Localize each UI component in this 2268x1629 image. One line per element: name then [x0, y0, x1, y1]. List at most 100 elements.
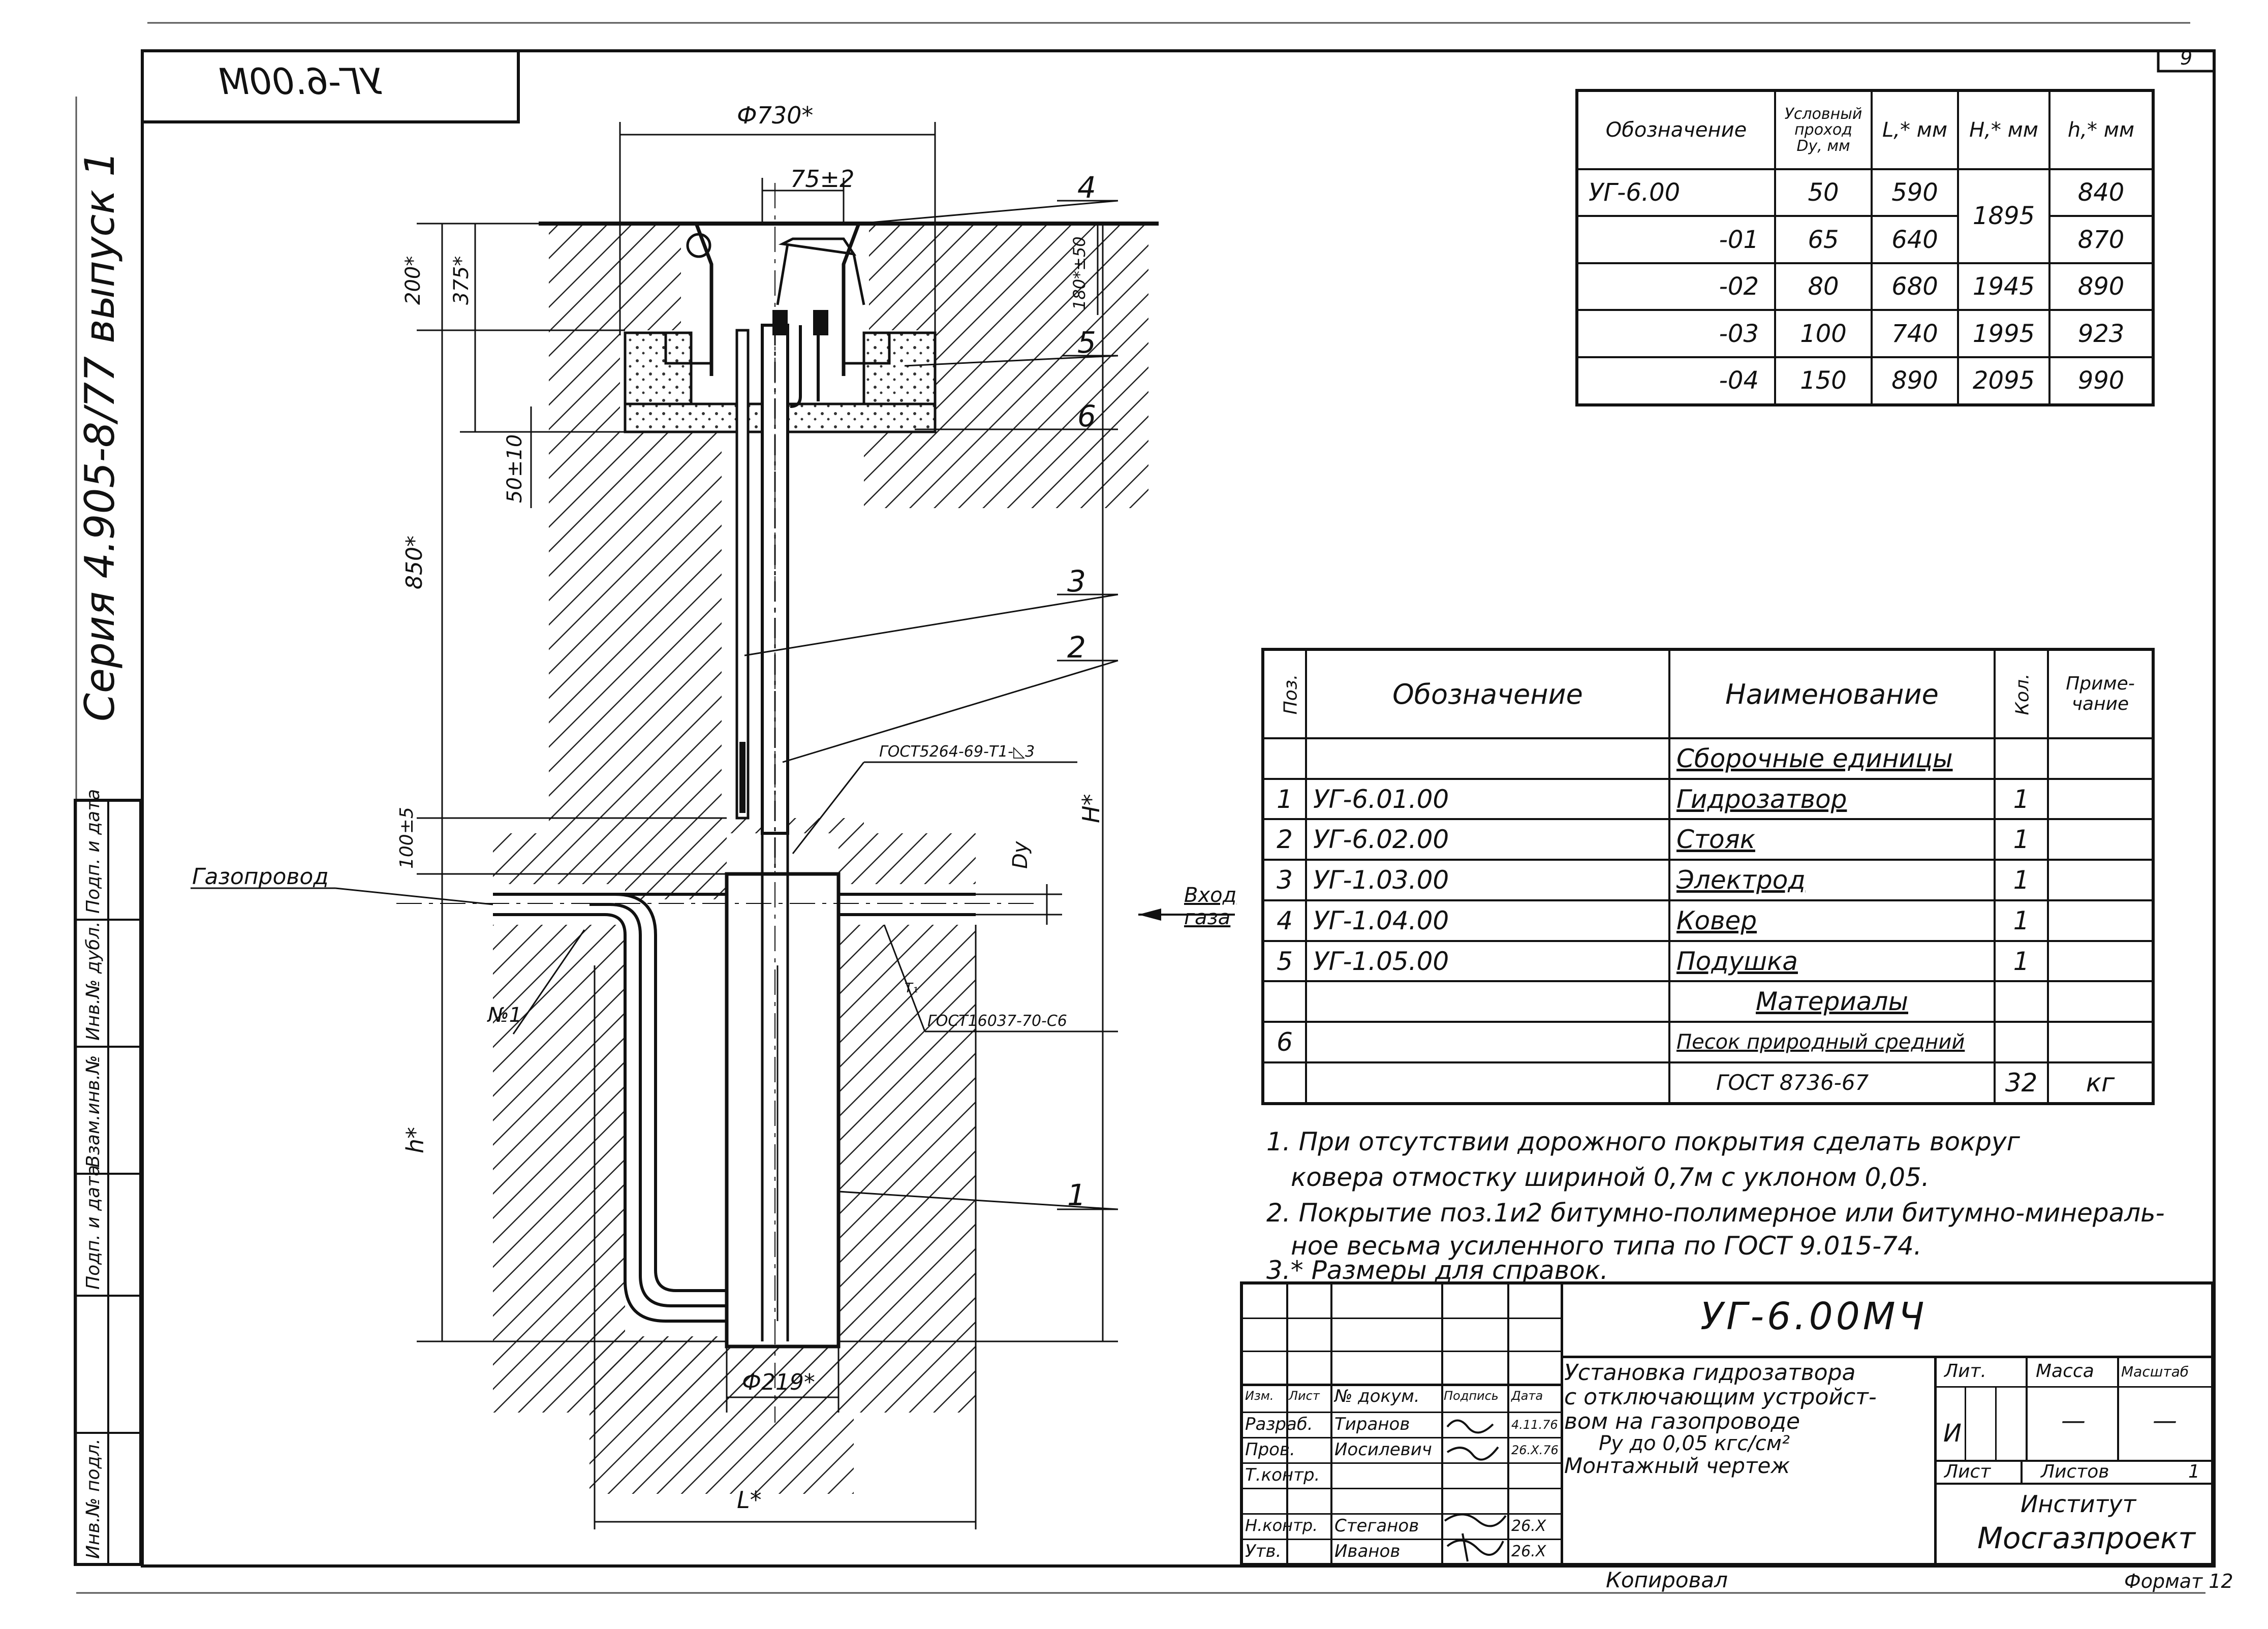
spec-cell: 1	[1994, 899, 2049, 942]
format-label: Формат 12	[2124, 1570, 2233, 1592]
spec-cell: 6	[1262, 1021, 1307, 1063]
spec-cell: Подушка	[1668, 939, 1996, 983]
table-row: 4 УГ-1.04.00 Ковер 1	[1262, 899, 2154, 942]
param-cell: 840	[2048, 168, 2154, 217]
spec-cell	[2047, 777, 2154, 821]
page-number: 9	[2180, 47, 2193, 69]
weld-side: Т₁	[905, 981, 918, 996]
spec-section-materials: Материалы	[1668, 980, 1996, 1023]
dim-375: 375*	[450, 256, 473, 305]
param-cell: 923	[2048, 309, 2154, 358]
note-1b: ковера отмостку шириной 0,7м с уклоном 0…	[1291, 1163, 1930, 1192]
param-cell: 990	[2048, 356, 2154, 406]
param-header-L: L,* мм	[1871, 89, 1959, 170]
title-line-3: вом на газопроводе	[1564, 1408, 1800, 1434]
dim-outer-diameter: Ф730*	[737, 102, 814, 129]
date-prov: 26.X.76	[1511, 1443, 1559, 1457]
spec-header-name: Наименование	[1668, 648, 1996, 739]
note-2b: ное весьма усиленного типа по ГОСТ 9.015…	[1291, 1231, 1922, 1261]
dim-75: 75±2	[790, 165, 855, 193]
dim-H: H*	[1077, 794, 1105, 823]
code-mirrored: УГ-6.00М	[219, 61, 383, 103]
strip-label-4: Инв.№ дубл.	[83, 921, 104, 1041]
label-gas-inlet: Вход газа	[1184, 884, 1237, 929]
title-code: УГ-6.00МЧ	[1700, 1295, 1928, 1338]
param-cell: 50	[1774, 168, 1873, 217]
lit-label: Лит.	[1944, 1361, 1986, 1382]
left-approval-strip: Подп. и дата Инв.№ дубл. Взам.инв.№ Подп…	[74, 789, 142, 1566]
sheet-label: Лист	[1944, 1461, 1991, 1482]
name-utv: Иванов	[1334, 1541, 1401, 1561]
org-line-2: Мосгазпроект	[1977, 1521, 2195, 1555]
spec-cell: Стояк	[1668, 818, 1996, 861]
role-prov: Пров.	[1245, 1439, 1295, 1460]
role-tkontr: Т.контр.	[1245, 1465, 1320, 1485]
note-3: 3.* Размеры для справок.	[1266, 1256, 1608, 1285]
table-row: 3 УГ-1.03.00 Электрод 1	[1262, 859, 2154, 901]
table-row: -01 65 640 870	[1576, 215, 2154, 264]
spec-cell: 1	[1994, 939, 2049, 983]
col-header-doc: № докум.	[1334, 1386, 1420, 1406]
spec-header-pos: Поз.	[1262, 648, 1307, 739]
dim-200: 200*	[401, 256, 425, 305]
label-no1: №1	[488, 1004, 522, 1027]
sheets-value: 1	[2188, 1461, 2200, 1482]
strip-label-2: Подп. и дата	[83, 1165, 104, 1290]
role-utv: Утв.	[1245, 1541, 1282, 1561]
strip-label-1: Инв.№ подл.	[83, 1438, 104, 1559]
name-prov: Иосилевич	[1334, 1439, 1432, 1460]
spec-section-assemblies: Сборочные единицы	[1668, 737, 1996, 780]
param-cell: 80	[1774, 262, 1873, 311]
param-cell: 590	[1871, 168, 1959, 217]
table-row: УГ-6.00 50 590 1895 840	[1576, 168, 2154, 264]
spec-cell: Гидрозатвор	[1668, 777, 1996, 821]
name-nkontr: Стеганов	[1334, 1516, 1419, 1536]
lit-value: И	[1943, 1419, 1962, 1448]
dim-50: 50±10	[503, 434, 526, 503]
param-header-dy: Условный проход Dу, мм	[1774, 89, 1873, 170]
param-cell: 890	[2048, 262, 2154, 311]
strip-label-5: Подп. и дата	[83, 789, 104, 914]
spec-cell: 5	[1262, 939, 1307, 983]
callout-3: 3	[1067, 564, 1086, 599]
note-2a: 2. Покрытие поз.1и2 битумно-полимерное и…	[1266, 1198, 2165, 1228]
spec-cell: УГ-1.05.00	[1305, 939, 1670, 983]
sheets-label: Листов	[2041, 1461, 2109, 1482]
table-row: 1 УГ-6.01.00 Гидрозатвор 1	[1262, 777, 2154, 821]
spec-cell: 1	[1262, 777, 1307, 821]
strip-label-3: Взам.инв.№	[83, 1055, 104, 1168]
col-header-date: Дата	[1511, 1389, 1543, 1403]
callout-6: 6	[1077, 399, 1096, 433]
param-cell: 1945	[1957, 262, 2050, 311]
param-cell: -01	[1576, 215, 1776, 264]
spec-header-qty: Кол.	[1994, 648, 2049, 739]
param-cell: -03	[1576, 309, 1776, 358]
param-cell: -04	[1576, 356, 1776, 406]
title-line-4: Ру до 0,05 кгс/см²	[1599, 1432, 1790, 1455]
param-cell: 680	[1871, 262, 1959, 311]
spec-cell: 4	[1262, 899, 1307, 942]
col-header-sign: Подпись	[1444, 1389, 1499, 1403]
param-cell: 65	[1774, 215, 1873, 264]
dim-pipe-diameter: Ф219*	[742, 1369, 815, 1395]
table-row: -04 150 890 2095 990	[1576, 356, 2154, 406]
copied-label: Копировал	[1606, 1568, 1728, 1592]
table-row: -03 100 740 1995 923	[1576, 309, 2154, 358]
param-cell: УГ-6.00	[1576, 168, 1776, 217]
specification-table: Поз. Обозначение Наименование Кол. Приме…	[1261, 648, 2155, 1105]
table-row: Материалы	[1262, 980, 2154, 1023]
param-cell: 1895	[1957, 168, 2050, 264]
spec-header-qty-label: Кол.	[2012, 673, 2033, 715]
table-row: 2 УГ-6.02.00 Стояк 1	[1262, 818, 2154, 861]
title-block: УГ-6.00МЧ Установка гидрозатвора с отклю…	[1240, 1281, 2214, 1566]
title-line-1: Установка гидрозатвора	[1564, 1360, 1856, 1386]
signature-marks	[1444, 1419, 1507, 1562]
param-cell: 890	[1871, 356, 1959, 406]
spec-cell	[2047, 939, 2154, 983]
spec-cell: 2	[1262, 818, 1307, 861]
spec-cell: УГ-1.03.00	[1305, 859, 1670, 901]
weld-label-2: ГОСТ16037-70-С6	[927, 1012, 1067, 1030]
spec-cell: Электрод	[1668, 859, 1996, 901]
spec-cell: 3	[1262, 859, 1307, 901]
